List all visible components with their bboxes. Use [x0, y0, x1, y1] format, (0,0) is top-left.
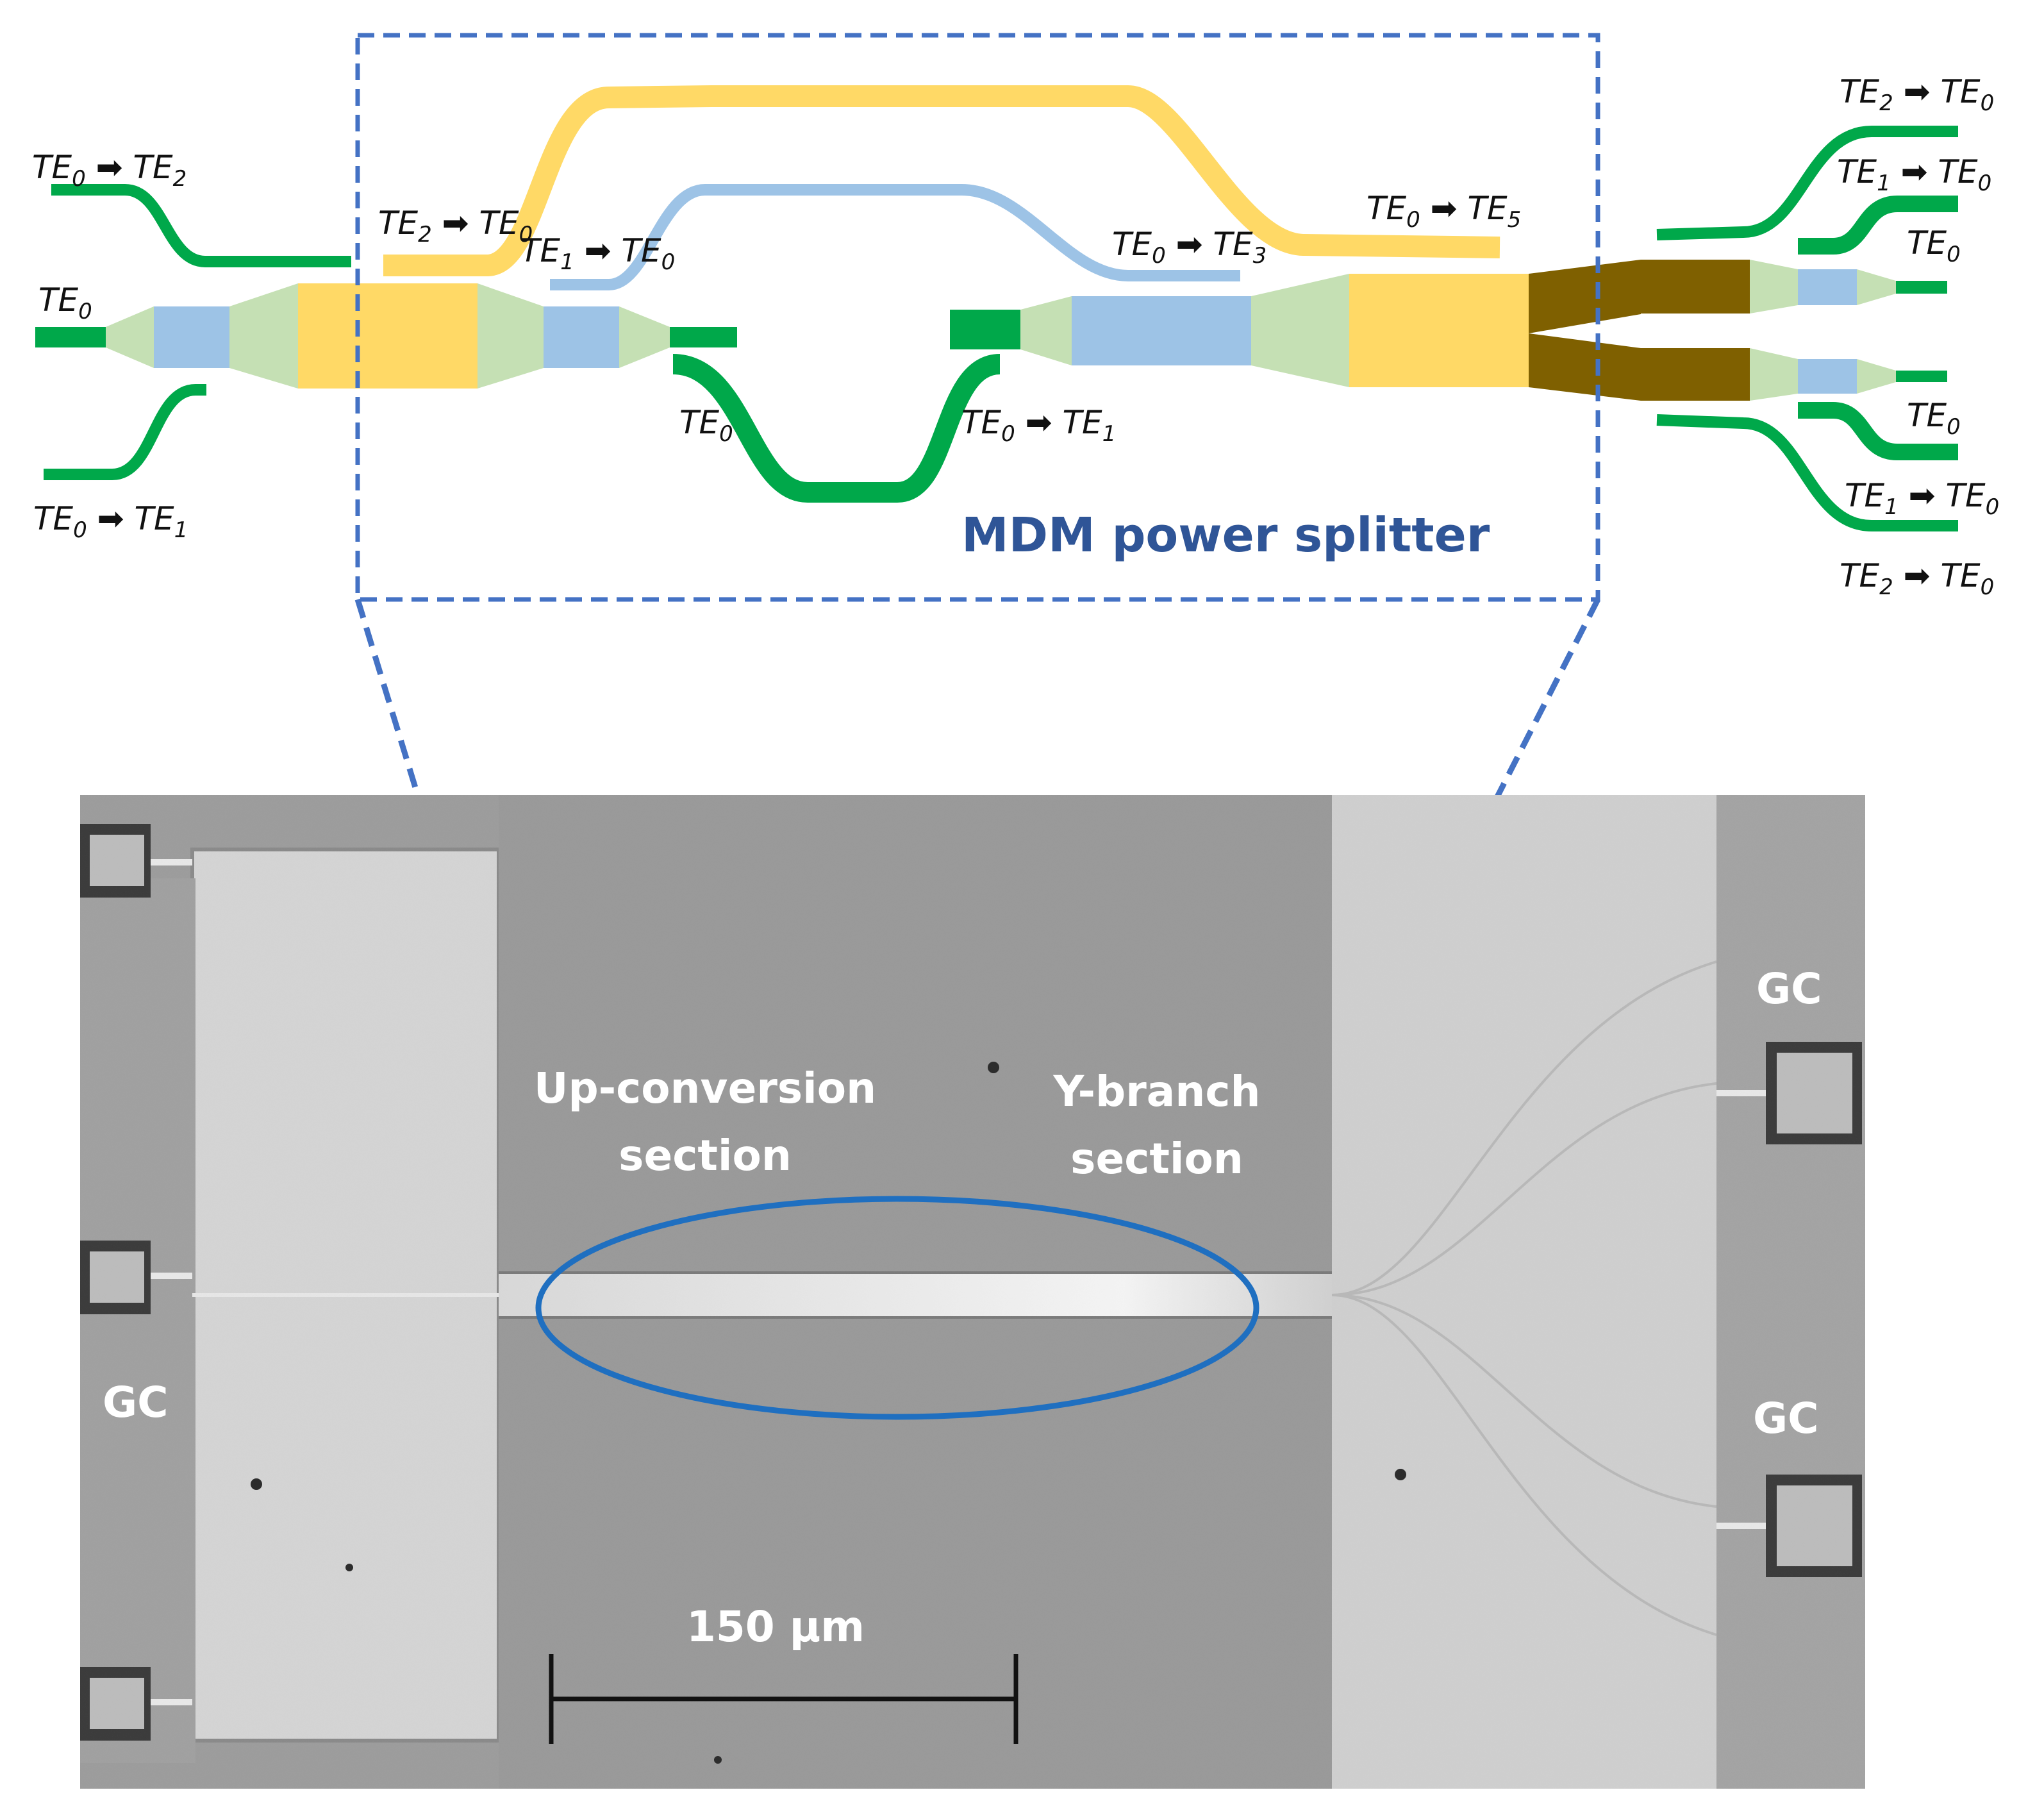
bus-te2-section: [298, 283, 478, 389]
figure-title: MDM power splitter: [961, 508, 1490, 563]
bus-te5-section: [1349, 274, 1529, 387]
mode-label: TE0 ➡ TE1: [961, 404, 1116, 447]
out-te1-upper: [1798, 269, 1857, 305]
bus-te0-out: [670, 327, 737, 347]
mode-label: TE1 ➡ TE0: [1837, 153, 1991, 196]
out-taper-lower-1: [1750, 348, 1798, 401]
y-branch-lower-wg: [1641, 348, 1750, 401]
bus-te1-section-2: [544, 306, 619, 368]
out-taper-upper-2: [1857, 269, 1896, 305]
out-te0-lower: [1896, 371, 1947, 382]
gc-label-right-top: GC: [1756, 964, 1822, 1014]
scale-bar-label: 150 µm: [686, 1602, 865, 1651]
device-highlight-ellipse: [535, 1196, 1259, 1420]
taper-1: [106, 306, 154, 368]
gc-label-right-bottom: GC: [1753, 1394, 1819, 1443]
out-taper-lower-2: [1857, 359, 1896, 394]
out-te0-upper: [1896, 281, 1947, 294]
out-te1-lower: [1798, 359, 1857, 394]
mode-label: TE2 ➡ TE0: [378, 205, 533, 247]
mode-label: TE1 ➡ TE0: [1845, 477, 1999, 520]
mode-labels: TE0 ➡ TE2 TE0 TE0 ➡ TE1 TE2 ➡ TE0 TE1 ➡ …: [32, 73, 1999, 600]
coupler-arm-te2: [383, 85, 1500, 276]
mode-label: TE0 ➡ TE3: [1112, 226, 1267, 269]
taper-2: [229, 283, 298, 389]
coupler-arm-te1: [550, 184, 1240, 290]
mode-label: TE0: [679, 404, 733, 447]
mode-label: TE0: [1907, 397, 1961, 440]
micrograph: [80, 795, 1865, 1789]
taper-4: [619, 306, 670, 368]
input-waveguide-te0-te2: [51, 184, 351, 267]
mode-label: TE0 ➡ TE2: [32, 149, 187, 192]
mode-label: TE0: [38, 281, 92, 324]
bus-te1-section: [154, 306, 229, 368]
device-schematic: [35, 85, 1958, 531]
bus-te3-section: [1072, 296, 1251, 365]
bus-te0-in: [950, 310, 1020, 349]
gc-label-left: GC: [103, 1378, 169, 1427]
taper-6: [1251, 274, 1349, 387]
out-wg-te2-top: [1656, 126, 1958, 240]
input-waveguide-te0: [35, 327, 106, 347]
y-branch-label-1: Y-branch: [1053, 1067, 1261, 1116]
up-conversion-label-1: Up-conversion: [534, 1064, 876, 1113]
zoom-frame: [355, 33, 1600, 602]
out-taper-upper-1: [1750, 260, 1798, 314]
up-conversion-label-2: section: [619, 1131, 792, 1180]
y-branch-upper-arm: [1529, 260, 1641, 333]
mode-label: TE2 ➡ TE0: [1840, 557, 1994, 600]
out-wg-te2-bot: [1656, 414, 1958, 531]
input-waveguide-te0-te1: [44, 384, 206, 480]
mode-label: TE2 ➡ TE0: [1840, 73, 1994, 116]
y-branch-lower-arm: [1529, 333, 1641, 401]
taper-3: [478, 283, 544, 389]
mode-label: TE0 ➡ TE5: [1367, 190, 1521, 233]
out-wg-te1-top: [1798, 196, 1958, 255]
mode-label: TE0: [1907, 224, 1961, 267]
scale-bar: [549, 1654, 1018, 1744]
out-wg-te1-bot: [1798, 402, 1958, 460]
mode-label: TE1 ➡ TE0: [520, 232, 675, 275]
mode-label: TE0 ➡ TE1: [33, 500, 188, 543]
te0-loop-waveguide: [672, 354, 1001, 503]
taper-5: [1020, 296, 1072, 365]
y-branch-upper-wg: [1641, 260, 1750, 314]
y-branch-label-2: section: [1070, 1134, 1243, 1183]
